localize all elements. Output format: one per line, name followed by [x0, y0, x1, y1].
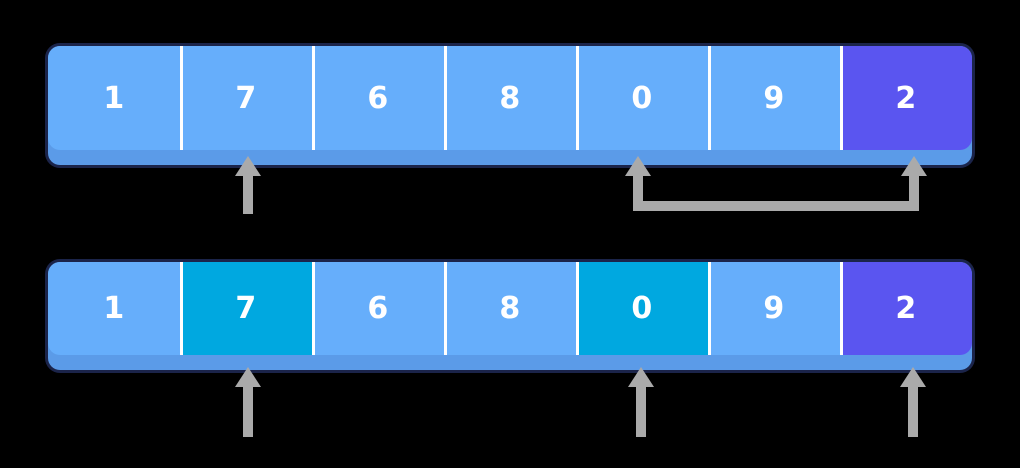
arrow-shaft [243, 385, 253, 437]
array-cell[interactable]: 2 [840, 46, 972, 150]
arrow-head-icon [235, 156, 261, 176]
arrow-head-icon [628, 367, 654, 387]
bracket-leg-left [633, 174, 643, 211]
cell-value: 7 [235, 80, 257, 116]
cell-value: 9 [763, 291, 785, 326]
array-cells-top: 1 7 6 8 0 9 2 [48, 46, 972, 150]
array-cell[interactable]: 8 [444, 46, 576, 150]
arrow-shaft [908, 385, 918, 437]
arrow-head-icon [235, 367, 261, 387]
cell-value: 7 [235, 291, 257, 326]
cell-value: 9 [763, 80, 785, 116]
array-cell[interactable]: 0 [576, 262, 708, 355]
cell-value: 2 [895, 80, 917, 116]
cell-value: 6 [367, 80, 389, 116]
array-cell[interactable]: 1 [48, 262, 180, 355]
cell-value: 0 [631, 80, 653, 116]
array-cells-bottom: 1 7 6 8 0 9 2 [48, 262, 972, 355]
array-cell[interactable]: 9 [708, 262, 840, 355]
array-cell[interactable]: 7 [180, 46, 312, 150]
cell-value: 6 [367, 291, 389, 326]
arrow-head-icon-right [901, 156, 927, 176]
array-cell[interactable]: 1 [48, 46, 180, 150]
cell-value: 0 [631, 291, 653, 326]
array-cell[interactable]: 6 [312, 262, 444, 355]
array-cell[interactable]: 8 [444, 262, 576, 355]
bracket-leg-right [909, 174, 919, 211]
cell-value: 2 [895, 291, 917, 326]
array-cell[interactable]: 7 [180, 262, 312, 355]
cell-value: 8 [499, 291, 521, 326]
cell-value: 1 [103, 80, 125, 116]
array-cell[interactable]: 0 [576, 46, 708, 150]
array-cell[interactable]: 2 [840, 262, 972, 355]
array-cell[interactable]: 6 [312, 46, 444, 150]
bracket-base [633, 201, 919, 211]
array-cell[interactable]: 9 [708, 46, 840, 150]
arrow-head-icon [900, 367, 926, 387]
cell-value: 8 [499, 80, 521, 116]
arrow-shaft [636, 385, 646, 437]
arrow-head-icon-left [625, 156, 651, 176]
cell-value: 1 [103, 291, 125, 326]
arrow-shaft [243, 174, 253, 214]
